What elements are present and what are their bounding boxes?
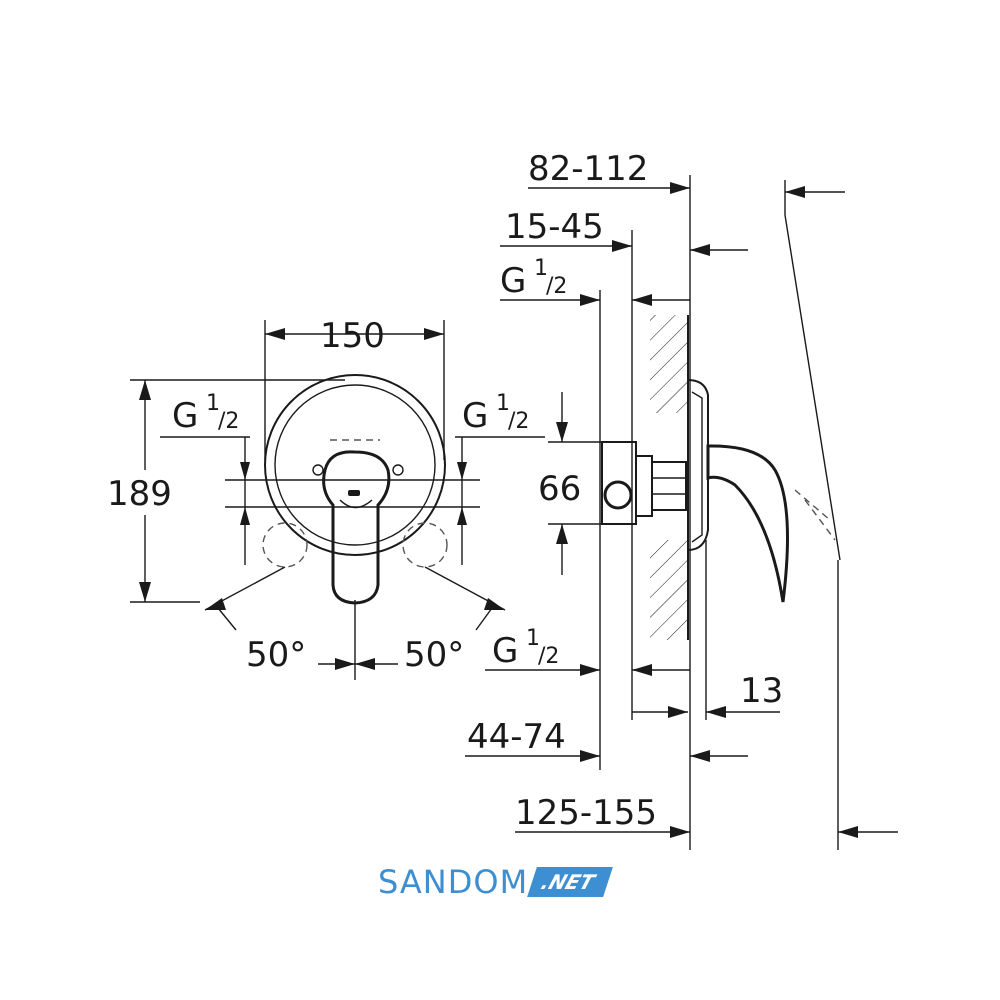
- escutcheon-side: [687, 379, 709, 551]
- svg-text:/2: /2: [218, 409, 239, 434]
- brand-name: SANDOM: [378, 863, 529, 901]
- angle-right-label: 50°: [404, 635, 464, 675]
- wall-hatch-upper: [650, 315, 688, 413]
- hidden-inlet-left: [262, 522, 308, 568]
- lever-side: [706, 444, 789, 603]
- height-label: 189: [107, 474, 172, 514]
- brand-tld: .NET: [527, 867, 613, 897]
- svg-text:G: G: [492, 631, 518, 671]
- inlet-right-label: G 1 /2: [462, 391, 529, 436]
- angle-left-label: 50°: [246, 635, 306, 675]
- svg-text:1: 1: [496, 391, 510, 416]
- escutcheon-inner: [274, 384, 436, 546]
- brand-watermark: SANDOM .NET: [378, 860, 613, 904]
- svg-text:/2: /2: [508, 409, 529, 434]
- escutcheon-plate: [264, 374, 446, 556]
- dim-bottom-label: 125-155: [515, 793, 657, 833]
- wall-hatch-lower: [650, 540, 688, 640]
- svg-text:/2: /2: [538, 644, 559, 669]
- hidden-inlet-right: [402, 522, 448, 568]
- lever-handle: [322, 450, 391, 605]
- svg-text:1: 1: [206, 391, 220, 416]
- dim-second-label: 15-45: [505, 207, 604, 247]
- svg-text:G: G: [500, 261, 526, 301]
- dim-lower-label: 44-74: [467, 717, 566, 757]
- svg-text:1: 1: [526, 626, 540, 651]
- side-view: 82-112 15-45 G 1 /2 66 G 1 /2 13 44-74 1…: [465, 149, 898, 850]
- inlet-bottom-label: G 1 /2: [492, 626, 559, 671]
- inlet-left-label: G 1 /2: [172, 391, 239, 436]
- side-height-label: 66: [538, 469, 581, 509]
- svg-text:1: 1: [534, 256, 548, 281]
- depth-small-label: 13: [740, 671, 783, 711]
- svg-text:G: G: [462, 396, 488, 436]
- inlet-top-label: G 1 /2: [500, 256, 567, 301]
- dim-top-label: 82-112: [528, 149, 648, 189]
- front-view: 150 189 G 1 /2 G 1 /2 50° 50°: [107, 316, 545, 680]
- svg-text:/2: /2: [546, 274, 567, 299]
- valve-port: [603, 480, 633, 510]
- svg-text:G: G: [172, 396, 198, 436]
- width-label: 150: [320, 316, 385, 356]
